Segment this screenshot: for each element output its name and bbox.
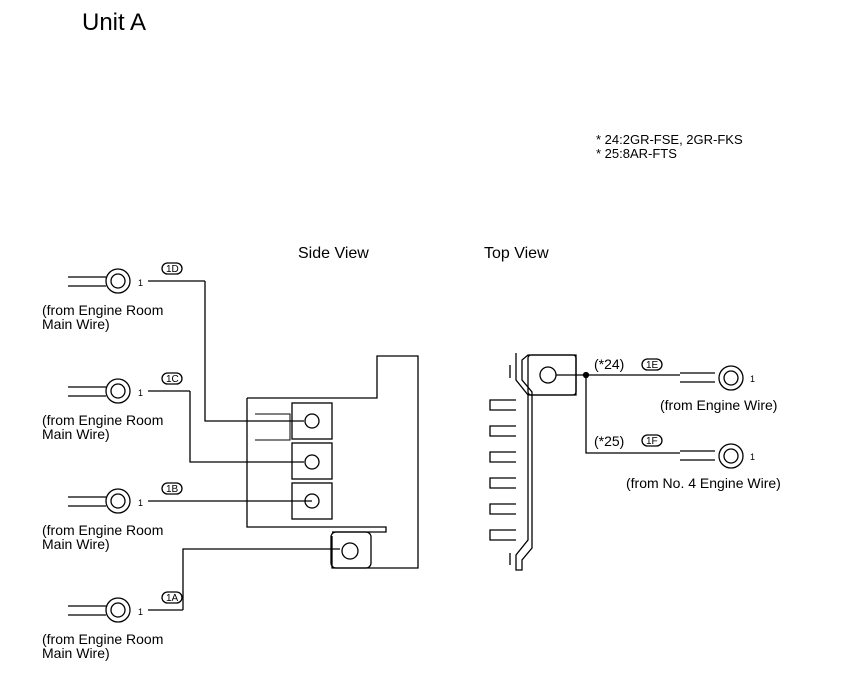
top-view-unit (489, 353, 680, 571)
pin-label: 1 (138, 498, 143, 508)
terminal-1B: 1 1B (from Engine Room Main Wire) (42, 482, 312, 552)
code-1A: 1A (166, 593, 179, 604)
source-1B-line1: (from Engine Room (42, 522, 163, 538)
side-view-label: Side View (298, 245, 369, 262)
code-1C: 1C (166, 374, 179, 385)
note-24: * 24:2GR-FSE, 2GR-FKS (596, 132, 743, 147)
source-1C-line1: (from Engine Room (42, 412, 163, 428)
source-1D-line2: Main Wire) (42, 316, 110, 332)
pin-label: 1 (750, 452, 755, 462)
source-1D-line1: (from Engine Room (42, 302, 163, 318)
code-1E: 1E (646, 360, 659, 371)
pin-label: 1 (138, 607, 143, 617)
source-1C-line2: Main Wire) (42, 426, 110, 442)
source-1B-line2: Main Wire) (42, 536, 110, 552)
source-1A-line1: (from Engine Room (42, 631, 163, 647)
code-1B: 1B (166, 484, 179, 495)
diagram-title: Unit A (82, 9, 146, 36)
pin-label: 1 (750, 374, 755, 384)
terminal-1E: (*24) 1E 1 (from Engine Wire) (594, 356, 777, 413)
source-1F: (from No. 4 Engine Wire) (626, 475, 781, 491)
source-1E: (from Engine Wire) (660, 397, 777, 413)
variant-1E: (*24) (594, 356, 624, 372)
source-1A-line2: Main Wire) (42, 645, 110, 661)
terminal-1F: (*25) 1F 1 (from No. 4 Engine Wire) (594, 433, 781, 491)
terminal-1A: 1 1A (from Engine Room Main Wire) (42, 591, 183, 661)
top-view-label: Top View (484, 245, 549, 262)
terminal-1D: 1 1D (from Engine Room Main Wire) (42, 262, 205, 332)
code-1D: 1D (166, 264, 179, 275)
side-view-unit (182, 281, 419, 610)
code-1F: 1F (646, 436, 658, 447)
note-25: * 25:8AR-FTS (596, 146, 677, 161)
pin-label: 1 (138, 388, 143, 398)
terminal-1C: 1 1C (from Engine Room Main Wire) (42, 372, 190, 442)
variant-1F: (*25) (594, 433, 624, 449)
pin-label: 1 (138, 278, 143, 288)
